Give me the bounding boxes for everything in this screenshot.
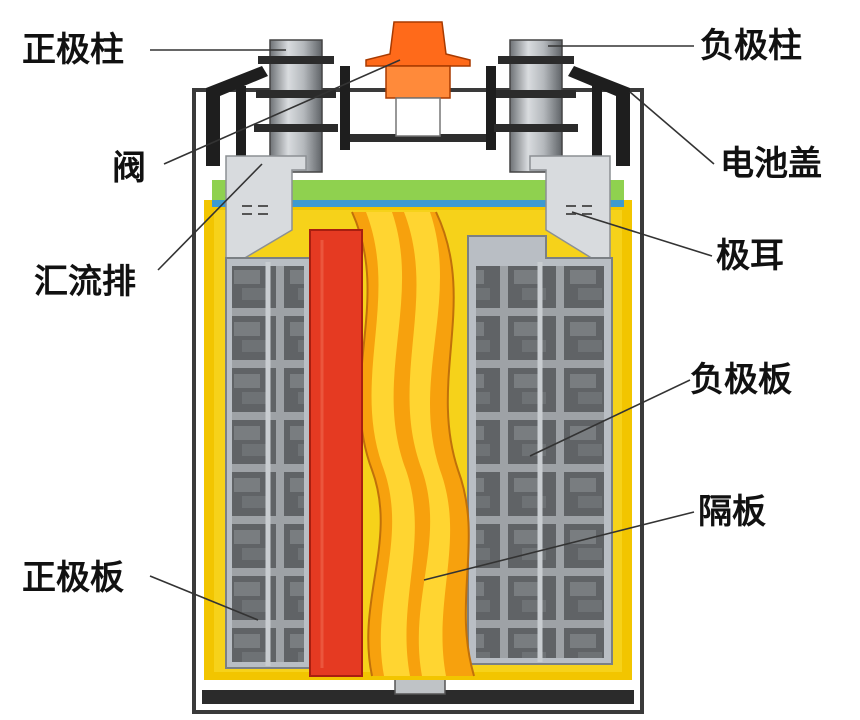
leader-positive-plate — [149, 575, 259, 621]
separator — [351, 211, 475, 677]
leader-separator — [423, 511, 695, 581]
label-separator: 隔板 — [698, 492, 766, 532]
tab-marks — [242, 205, 592, 215]
label-positive-post: 正极柱 — [22, 30, 124, 70]
leader-valve — [163, 59, 401, 165]
busbar — [225, 155, 611, 263]
label-negative-post: 负极柱 — [700, 26, 802, 66]
valve — [365, 21, 471, 137]
left-plate-grid — [225, 257, 311, 669]
leader-busbar — [157, 163, 263, 271]
label-positive-plate: 正极板 — [22, 558, 124, 598]
negative-post — [494, 39, 578, 173]
positive-plate — [309, 229, 363, 677]
label-busbar: 汇流排 — [34, 262, 136, 302]
leader-negative-plate — [529, 379, 691, 457]
leader-battery-lid — [629, 91, 715, 165]
label-negative-plate: 负极板 — [690, 360, 792, 400]
leader-lines — [149, 45, 715, 621]
label-battery-lid: 电池盖 — [720, 144, 822, 184]
label-tab: 极耳 — [716, 236, 784, 276]
label-valve: 阀 — [112, 148, 146, 188]
negative-plate-grid — [467, 235, 613, 665]
leader-tab — [571, 211, 713, 257]
battery-lid — [206, 66, 630, 166]
